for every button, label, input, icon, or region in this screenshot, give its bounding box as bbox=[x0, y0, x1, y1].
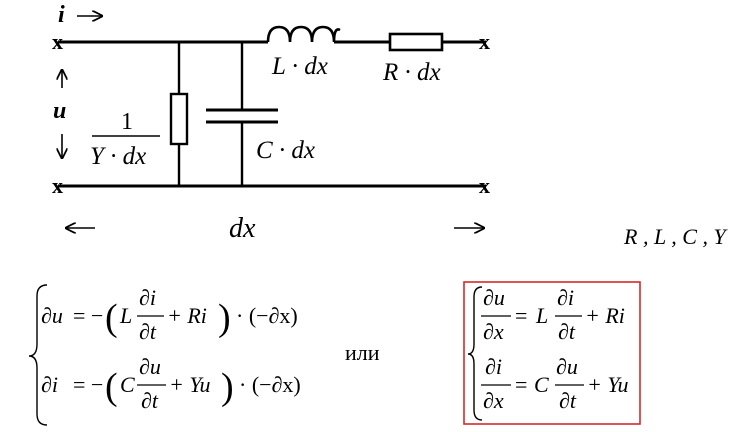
left-equation-1: ∂u = − ( L ∂i ∂t + Ri ) · (−∂x) bbox=[41, 285, 298, 344]
right-eq2-lhs-den: ∂x bbox=[483, 388, 504, 413]
circuit-labels: i u L · dx R · dx C · dx 1 Y · dx dx bbox=[53, 2, 441, 244]
left-eq2-num: ∂u bbox=[139, 354, 161, 379]
terminal-top-left: x bbox=[52, 29, 63, 54]
right-eq1-tail: + Ri bbox=[585, 303, 625, 328]
left-eq2-den: ∂t bbox=[141, 388, 159, 413]
left-eq2-coef: C bbox=[120, 372, 135, 397]
left-eq1-num: ∂i bbox=[139, 285, 156, 310]
shunt-conductance-resistor bbox=[169, 92, 189, 146]
right-eq1-lhs-den: ∂x bbox=[483, 319, 504, 344]
left-eq2-open-paren: ( bbox=[105, 366, 118, 408]
right-eq2-num: ∂u bbox=[556, 354, 578, 379]
parameters-text: R , L , C , Y bbox=[623, 224, 728, 249]
conductance-numerator: 1 bbox=[121, 109, 133, 135]
left-equation-system: ∂u = − ( L ∂i ∂t + Ri ) · (−∂x) ∂i = − (… bbox=[28, 284, 301, 426]
series-resistor bbox=[388, 32, 444, 52]
left-eq1-coef: L bbox=[119, 303, 132, 328]
right-eq1-den: ∂t bbox=[558, 319, 576, 344]
right-equation-1: ∂u ∂x = L ∂i ∂t + Ri bbox=[481, 285, 625, 344]
right-eq1-num: ∂i bbox=[557, 285, 574, 310]
inductor-coil bbox=[266, 25, 341, 43]
left-eq2-tail: + Yu bbox=[169, 372, 211, 397]
resistor-label: R · dx bbox=[382, 59, 441, 86]
right-eq1-lhs-num: ∂u bbox=[483, 285, 505, 310]
right-system-brace bbox=[467, 286, 483, 421]
right-eq1-equals: = bbox=[515, 303, 527, 328]
left-eq2-factor: · (−∂x) bbox=[239, 372, 301, 397]
right-equation-system: ∂u ∂x = L ∂i ∂t + Ri ∂i ∂x = C ∂u ∂t + Y… bbox=[463, 281, 641, 425]
left-eq1-lhs: ∂u bbox=[41, 303, 63, 328]
connector-word: или bbox=[345, 340, 380, 365]
left-eq1-tail: + Ri bbox=[167, 303, 207, 328]
right-equation-2: ∂i ∂x = C ∂u ∂t + Yu bbox=[481, 354, 629, 413]
terminals: x x x x bbox=[52, 29, 490, 198]
left-eq1-equals: = − bbox=[73, 303, 103, 328]
terminal-bottom-left: x bbox=[52, 173, 63, 198]
right-eq2-den: ∂t bbox=[559, 388, 577, 413]
left-eq2-close-paren: ) bbox=[221, 366, 234, 408]
highlight-box bbox=[463, 281, 641, 425]
left-eq1-factor: · (−∂x) bbox=[236, 303, 298, 328]
left-eq1-den: ∂t bbox=[139, 319, 157, 344]
right-eq2-coef: C bbox=[534, 372, 549, 397]
right-eq2-equals: = bbox=[515, 372, 527, 397]
length-label: dx bbox=[229, 213, 256, 244]
left-eq1-close-paren: ) bbox=[218, 297, 231, 339]
conductance-denominator: Y · dx bbox=[90, 143, 146, 170]
right-eq2-tail: + Yu bbox=[587, 372, 629, 397]
left-eq2-equals: = − bbox=[73, 372, 103, 397]
circuit-diagram bbox=[58, 16, 486, 228]
left-eq1-open-paren: ( bbox=[105, 297, 118, 339]
left-system-brace bbox=[28, 284, 48, 426]
terminal-top-right: x bbox=[479, 29, 490, 54]
left-equation-2: ∂i = − ( C ∂u ∂t + Yu ) · (−∂x) bbox=[41, 354, 301, 413]
right-eq2-lhs-num: ∂i bbox=[485, 354, 502, 379]
left-eq2-lhs: ∂i bbox=[41, 372, 58, 397]
terminal-bottom-right: x bbox=[479, 173, 490, 198]
right-eq1-coef: L bbox=[535, 303, 548, 328]
current-label: i bbox=[58, 2, 65, 28]
capacitor-label: C · dx bbox=[256, 137, 315, 164]
inductor-label: L · dx bbox=[271, 53, 328, 80]
voltage-label: u bbox=[53, 98, 66, 124]
